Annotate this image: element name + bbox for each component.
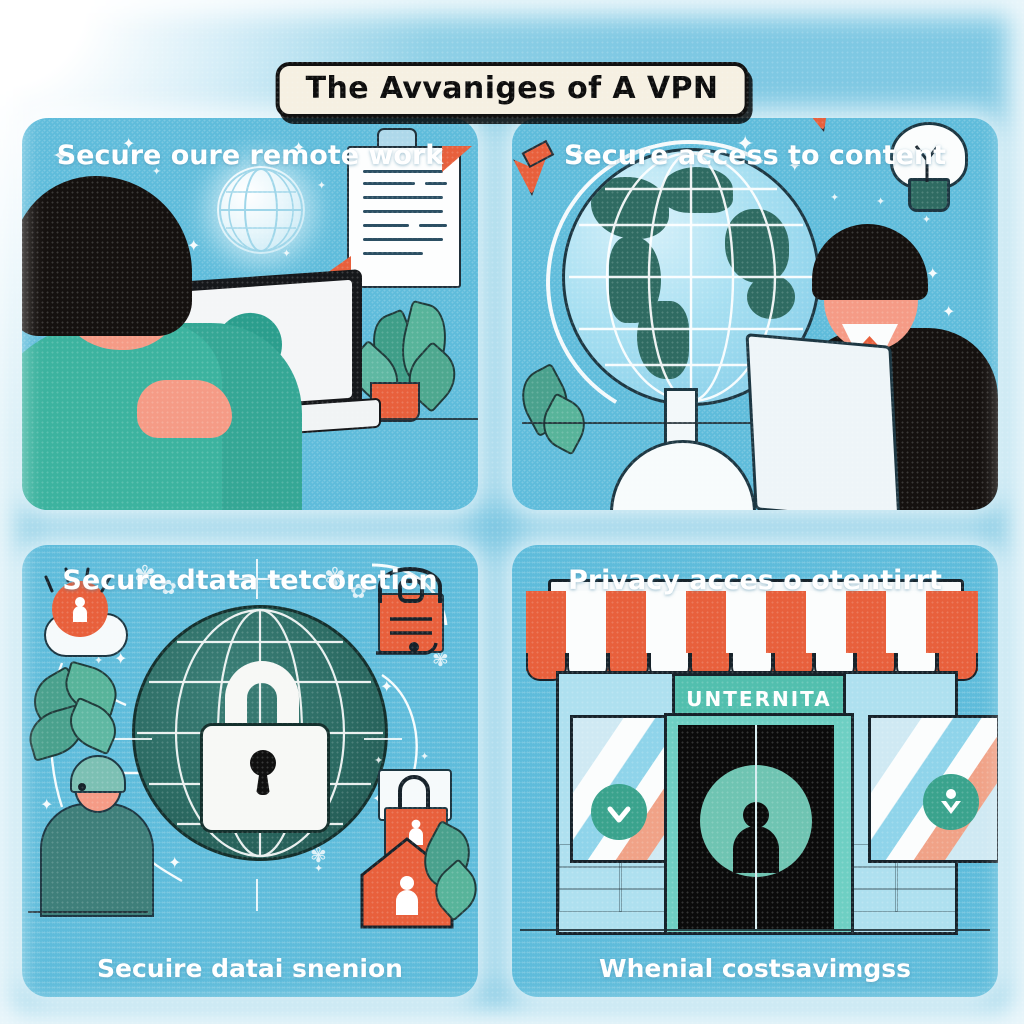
sparkle-icon: ✦ [40, 795, 54, 814]
person-badge-icon [923, 774, 979, 830]
gear-icon: ✾ [432, 647, 449, 671]
page-title: The Avvaniges of A VPN [305, 71, 719, 106]
panel-secure-remote-work: ✦ ✦ ✦ ✦ ✦ ✦ ✦ ✦ ✦ [22, 118, 478, 510]
sparkle-icon: ✦ [420, 750, 430, 763]
panel-2-artwork: ✦ ✦ ✦ ✦ ✦ ✦ ✦ ✦ ✦ [512, 118, 998, 510]
padlock-shackle-icon [225, 661, 299, 735]
awning-icon [526, 591, 978, 671]
gear-icon: ✾ [310, 843, 327, 867]
sparkle-icon: ✦ [122, 134, 136, 153]
ground-line [28, 911, 148, 913]
lightbulb-base-icon [908, 178, 950, 212]
padlock-keyhole-icon [256, 767, 270, 795]
sparkle-icon: ✦ [926, 264, 940, 283]
panel-secure-data-protection: ✾ ✿ ✾ ✿ ✾ ✾ ✦ ✦ ✦ ✦ ✦ ✦ ✦ [22, 545, 478, 997]
person-eye [122, 264, 135, 277]
sparkle-icon: ✦ [736, 132, 755, 157]
poster-title-badge: The Avvaniges of A VPN [275, 62, 749, 118]
sparkle-icon: ✦ [292, 138, 306, 157]
panel-4-heading: Privacy acces o otentirrt [568, 565, 942, 596]
bag-handle-icon [376, 567, 442, 655]
ground-line [520, 929, 990, 931]
device-arch-icon [398, 775, 430, 809]
person-body [40, 803, 154, 917]
sparkle-icon: ✦ [168, 853, 182, 872]
panel-secure-access-to-content: ✦ ✦ ✦ ✦ ✦ ✦ ✦ ✦ ✦ [512, 118, 998, 510]
laptop-icon [745, 333, 901, 510]
panel-privacy-access: UNTERNITA Privacy acces o otentirrt When… [512, 545, 998, 997]
sparkle-icon: ✦ [942, 302, 956, 321]
lightbulb-filament-icon [914, 145, 940, 182]
padlock-icon [200, 723, 330, 833]
globe-grid-icon [219, 168, 303, 252]
sparkle-icon: ✦ [52, 144, 71, 169]
gear-icon: ✾ [134, 561, 156, 591]
shop-window [868, 715, 998, 863]
gear-icon: ✾ [324, 563, 346, 593]
gear-icon: ✿ [160, 575, 177, 599]
panel-3-artwork: ✾ ✿ ✾ ✿ ✾ ✾ ✦ ✦ ✦ ✦ ✦ ✦ ✦ [22, 545, 478, 997]
sparkle-icon: ✦ [94, 654, 104, 667]
panel-2-heading: Secure access to content [563, 140, 947, 171]
sparkle-icon: ✦ [374, 754, 384, 767]
sparkle-icon: ✦ [788, 156, 802, 175]
shine-lines-icon [44, 567, 112, 593]
person-badge-icon [52, 581, 108, 637]
person-hair [22, 176, 192, 336]
shop-sign-label: UNTERNITA [686, 687, 832, 711]
sparkle-icon: ✦ [314, 862, 324, 875]
sparkle-icon: ✦ [572, 144, 586, 163]
panel-4-caption: Whenial costsavimgss [599, 954, 911, 983]
door-split-line [755, 725, 757, 929]
checkmark-badge-icon [591, 784, 647, 840]
globe-axis-lines [112, 559, 402, 911]
panel-1-artwork: ✦ ✦ ✦ ✦ ✦ ✦ ✦ ✦ ✦ [22, 118, 478, 510]
panel-4-artwork: UNTERNITA [512, 545, 998, 997]
panel-1-heading: Secure oure remote work [56, 140, 444, 171]
sparkle-icon: ✦ [876, 195, 886, 208]
sparkle-icon: ✦ [282, 247, 292, 260]
sparkle-icon: ✦ [187, 236, 201, 255]
globe-base [610, 440, 756, 510]
panel-3-heading: Secure dtata tetcoretion [62, 565, 438, 596]
sparkle-icon: ✦ [922, 213, 932, 226]
gear-icon: ✿ [350, 579, 367, 603]
sparkle-icon: ✦ [114, 649, 128, 668]
sparkle-icon: ✦ [380, 677, 394, 696]
person-eye [78, 783, 86, 791]
sparkle-icon: ✦ [830, 191, 840, 204]
sparkle-icon: ✦ [317, 179, 327, 192]
person-hair [812, 224, 928, 300]
document-corner-fold-icon [442, 146, 472, 172]
panel-3-caption: Secuire datai snenion [97, 954, 403, 983]
person-hand [137, 380, 232, 438]
sparkle-icon: ✦ [152, 165, 162, 178]
